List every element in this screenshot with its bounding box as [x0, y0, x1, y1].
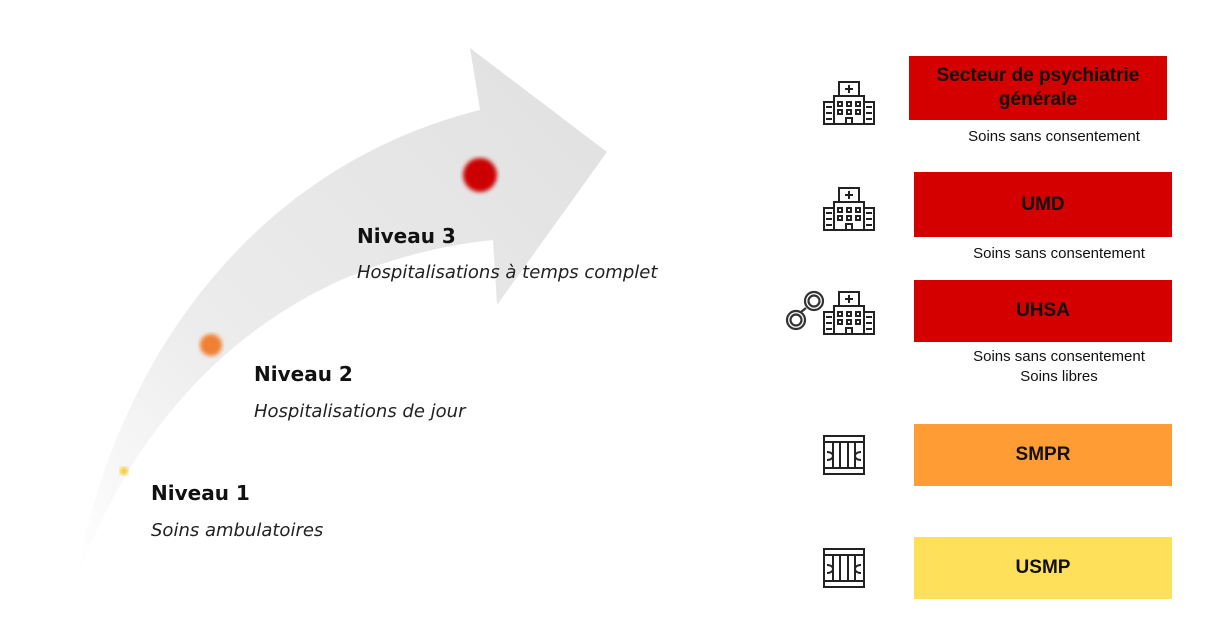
unit-note-uhsa-2: Soins libres [1020, 368, 1098, 385]
hospital-icon [823, 291, 875, 335]
unit-box-smpr: SMPR [914, 424, 1172, 486]
unit-note-uhsa: Soins sans consentement [973, 348, 1145, 365]
hospital-icon [823, 187, 875, 231]
unit-box-usmp: USMP [914, 537, 1172, 599]
unit-note-secteur: Soins sans consentement [968, 128, 1140, 145]
level3-subtitle: Hospitalisations à temps complet [357, 262, 658, 283]
level1-dot [120, 467, 128, 475]
prison-icon [823, 435, 865, 475]
unit-note-umd: Soins sans consentement [973, 245, 1145, 262]
level2-dot [200, 334, 222, 356]
level2-title: Niveau 2 [254, 362, 353, 386]
level3-title: Niveau 3 [357, 224, 456, 248]
level1-title: Niveau 1 [151, 481, 250, 505]
handcuffs-icon [785, 290, 825, 331]
prison-icon [823, 548, 865, 588]
level1-subtitle: Soins ambulatoires [151, 520, 324, 541]
unit-box-uhsa: UHSA [914, 280, 1172, 342]
unit-box-umd: UMD [914, 172, 1172, 237]
unit-box-secteur: Secteur de psychiatrie générale [909, 56, 1167, 120]
hospital-icon [823, 81, 875, 125]
level3-dot [463, 158, 497, 192]
level2-subtitle: Hospitalisations de jour [254, 401, 466, 422]
